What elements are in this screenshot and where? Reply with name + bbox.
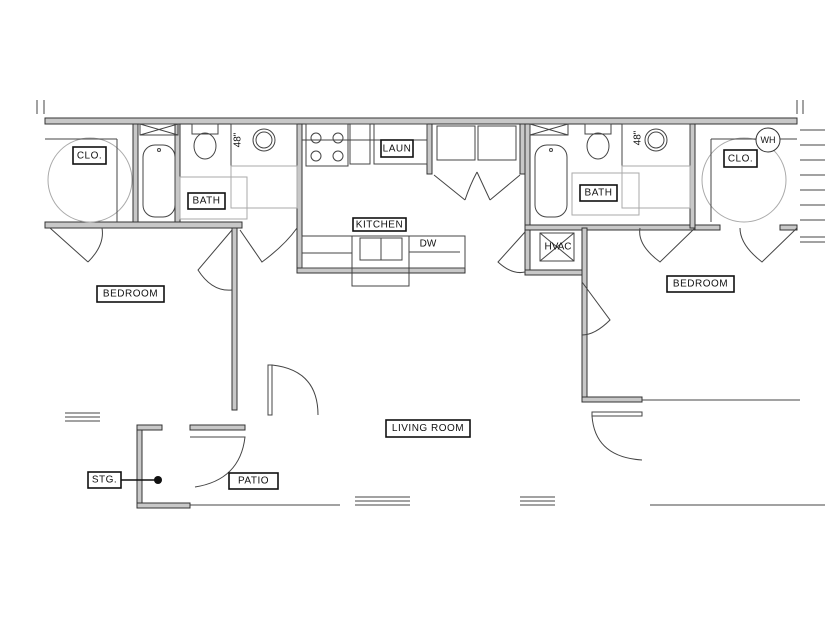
wall-segment bbox=[426, 123, 433, 175]
wall-segment bbox=[779, 224, 798, 231]
wall-segment bbox=[44, 221, 243, 229]
label-hvac: HVAC bbox=[544, 242, 571, 253]
bathtub-icon bbox=[142, 144, 176, 218]
fixtures bbox=[36, 100, 825, 506]
svg-text:BEDROOM: BEDROOM bbox=[103, 289, 158, 300]
stove-icon bbox=[305, 123, 349, 167]
exterior-stairs bbox=[800, 129, 825, 243]
sink-icon bbox=[252, 128, 276, 152]
wall-segment bbox=[231, 227, 238, 411]
svg-text:PATIO: PATIO bbox=[238, 476, 269, 487]
wall-segment bbox=[296, 267, 466, 274]
svg-text:BATH: BATH bbox=[585, 188, 613, 199]
dimension-right: 48" bbox=[633, 130, 644, 145]
sink-icon bbox=[644, 128, 668, 152]
wall-segment bbox=[136, 424, 143, 509]
wall-segment bbox=[136, 502, 191, 509]
wall-segment bbox=[296, 123, 303, 273]
shower-head bbox=[139, 123, 179, 136]
label-kitchen: KITCHEN bbox=[352, 217, 407, 232]
label-laundry: LAUN bbox=[380, 139, 414, 158]
walls bbox=[44, 117, 798, 509]
wall-segment bbox=[581, 227, 588, 403]
toilet-tank bbox=[191, 123, 219, 135]
doors bbox=[49, 227, 798, 488]
wall-segment bbox=[174, 123, 181, 227]
refrigerator-space bbox=[349, 123, 371, 165]
wall-segment bbox=[189, 424, 246, 431]
label-bath-right: BATH bbox=[579, 184, 618, 202]
label-closet-left: CLO. bbox=[72, 146, 107, 165]
dryer-icon bbox=[477, 125, 517, 161]
wall-segment bbox=[524, 123, 531, 275]
label-bedroom-left: BEDROOM bbox=[96, 285, 165, 303]
wall-segment bbox=[689, 123, 696, 229]
wall-segment bbox=[136, 424, 163, 431]
label-patio: PATIO bbox=[228, 472, 279, 490]
windows bbox=[65, 399, 825, 506]
wall-segment bbox=[694, 224, 721, 231]
svg-text:LIVING ROOM: LIVING ROOM bbox=[392, 423, 464, 434]
svg-text:CLO.: CLO. bbox=[77, 151, 102, 162]
svg-text:LAUN: LAUN bbox=[383, 144, 412, 155]
wall-segment bbox=[524, 224, 701, 231]
svg-text:STG.: STG. bbox=[92, 475, 117, 486]
wall-segment bbox=[44, 117, 798, 125]
label-closet-right: CLO. bbox=[723, 149, 758, 168]
svg-text:CLO.: CLO. bbox=[728, 154, 753, 165]
bathtub-icon bbox=[534, 144, 568, 218]
svg-text:WH: WH bbox=[761, 135, 776, 145]
wall-segment bbox=[581, 396, 643, 403]
storage-pointer-dot bbox=[154, 476, 162, 484]
toilet-icon bbox=[586, 132, 610, 160]
wall-segment bbox=[524, 269, 586, 276]
svg-text:BATH: BATH bbox=[193, 196, 221, 207]
label-dishwasher: DW bbox=[420, 239, 437, 250]
water-heater: WH bbox=[755, 127, 781, 153]
label-bath-left: BATH bbox=[187, 192, 226, 210]
svg-text:KITCHEN: KITCHEN bbox=[356, 220, 403, 231]
closet-turn-circle bbox=[47, 137, 133, 223]
label-storage: STG. bbox=[87, 471, 122, 489]
toilet-icon bbox=[193, 132, 217, 160]
hvac-unit bbox=[539, 232, 575, 262]
wall-segment bbox=[519, 123, 526, 175]
label-living-room: LIVING ROOM bbox=[385, 419, 471, 438]
dimension-left: 48" bbox=[233, 132, 244, 147]
wall-segment bbox=[132, 123, 139, 227]
washer-icon bbox=[436, 125, 476, 161]
label-bedroom-right: BEDROOM bbox=[666, 275, 735, 293]
svg-text:BEDROOM: BEDROOM bbox=[673, 279, 728, 290]
